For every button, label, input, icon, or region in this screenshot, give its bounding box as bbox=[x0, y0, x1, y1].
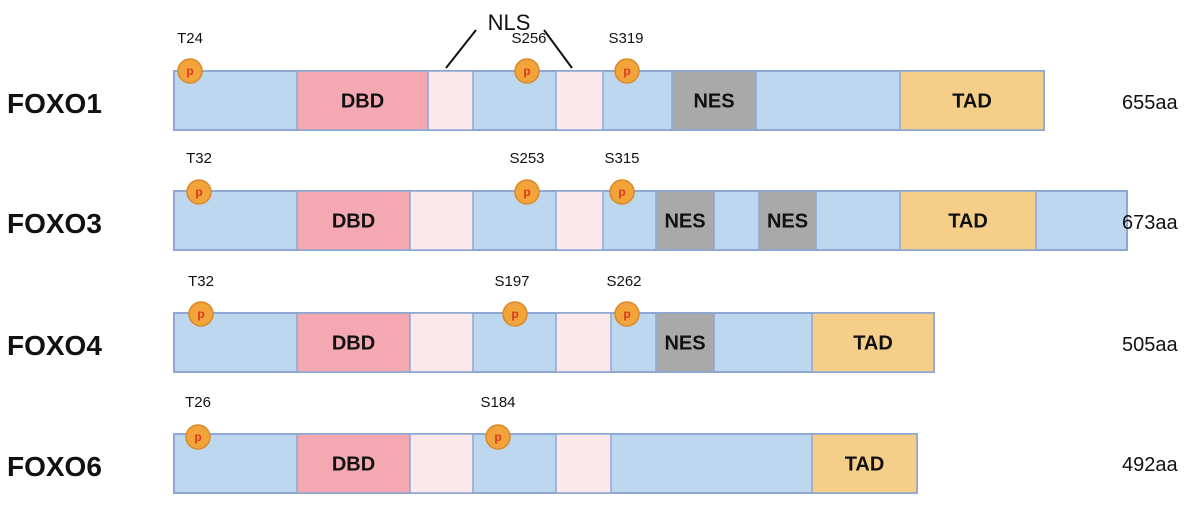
foxo6-phospho-icon-s184 bbox=[485, 424, 511, 450]
foxo1-dbd-label-0: DBD bbox=[341, 91, 384, 113]
foxo4-length-label: 505aa bbox=[1122, 334, 1178, 356]
foxo6-dbd-domain-0 bbox=[296, 433, 411, 494]
foxo6-nls-domain-2 bbox=[555, 433, 612, 494]
foxo3-site-label-t32: T32 bbox=[186, 150, 212, 167]
nls-callout-line-left bbox=[445, 29, 477, 69]
foxo3-phospho-symbol-s253: p bbox=[523, 185, 530, 199]
foxo1-site-label-s319: S319 bbox=[608, 30, 643, 47]
foxo3-nls-domain-1 bbox=[409, 190, 474, 251]
foxo1-phospho-symbol-s319: p bbox=[623, 64, 630, 78]
foxo6-phospho-symbol-s184: p bbox=[494, 430, 501, 444]
foxo6-phospho-icon-t26 bbox=[185, 424, 211, 450]
foxo3-dbd-label-0: DBD bbox=[332, 211, 375, 233]
foxo6-nls-domain-1 bbox=[409, 433, 474, 494]
foxo1-tad-domain-4 bbox=[899, 70, 1045, 131]
foxo6-name-label: FOXO6 bbox=[7, 451, 102, 482]
foxo3-nes-label-3: NES bbox=[664, 211, 705, 233]
foxo4-nls-domain-2 bbox=[555, 312, 612, 373]
foxo3-nes-domain-4 bbox=[758, 190, 817, 251]
foxo3-nes-domain-3 bbox=[655, 190, 715, 251]
foxo6-length-label: 492aa bbox=[1122, 454, 1178, 476]
foxo4-site-label-s262: S262 bbox=[606, 273, 641, 290]
foxo3-phospho-icon-s315 bbox=[609, 179, 635, 205]
foxo4-dbd-label-0: DBD bbox=[332, 333, 375, 355]
foxo6-dbd-label-0: DBD bbox=[332, 454, 375, 476]
foxo1-phospho-icon-s256 bbox=[514, 58, 540, 84]
foxo4-nls-domain-1 bbox=[409, 312, 474, 373]
foxo3-phospho-symbol-s315: p bbox=[618, 185, 625, 199]
foxo4-name-label: FOXO4 bbox=[7, 330, 102, 361]
foxo4-phospho-icon-t32 bbox=[188, 301, 214, 327]
foxo3-nls-domain-2 bbox=[555, 190, 604, 251]
foxo3-dbd-domain-0 bbox=[296, 190, 411, 251]
foxo1-length-label: 655aa bbox=[1122, 92, 1178, 114]
foxo6-site-label-t26: T26 bbox=[185, 394, 211, 411]
foxo3-tad-label-5: TAD bbox=[948, 211, 988, 233]
foxo1-site-label-t24: T24 bbox=[177, 30, 203, 47]
foxo1-phospho-symbol-t24: p bbox=[186, 64, 193, 78]
foxo4-tad-label-4: TAD bbox=[853, 333, 893, 355]
foxo1-nls-domain-1 bbox=[427, 70, 474, 131]
foxo4-phospho-icon-s262 bbox=[614, 301, 640, 327]
foxo6-phospho-symbol-t26: p bbox=[194, 430, 201, 444]
nls-callout-label: NLS bbox=[488, 10, 531, 35]
foxo3-phospho-icon-s253 bbox=[514, 179, 540, 205]
foxo1-nes-label-3: NES bbox=[693, 91, 734, 113]
foxo3-nes-label-4: NES bbox=[767, 211, 808, 233]
foxo4-site-label-t32: T32 bbox=[188, 273, 214, 290]
foxo4-phospho-symbol-t32: p bbox=[197, 307, 204, 321]
foxo1-nes-domain-3 bbox=[671, 70, 757, 131]
foxo4-nes-domain-3 bbox=[655, 312, 715, 373]
foxo1-dbd-domain-0 bbox=[296, 70, 429, 131]
foxo3-length-label: 673aa bbox=[1122, 212, 1178, 234]
foxo3-site-label-s253: S253 bbox=[509, 150, 544, 167]
protein-bars-layer bbox=[173, 70, 1128, 494]
foxo4-tad-domain-4 bbox=[811, 312, 935, 373]
foxo6-tad-domain-3 bbox=[811, 433, 918, 494]
foxo4-phospho-symbol-s197: p bbox=[511, 307, 518, 321]
foxo1-tad-label-4: TAD bbox=[952, 91, 992, 113]
foxo1-nls-domain-2 bbox=[555, 70, 604, 131]
foxo4-phospho-symbol-s262: p bbox=[623, 307, 630, 321]
foxo1-phospho-symbol-s256: p bbox=[523, 64, 530, 78]
foxo3-site-label-s315: S315 bbox=[604, 150, 639, 167]
foxo1-site-label-s256: S256 bbox=[511, 30, 546, 47]
nls-callout-line-right bbox=[543, 29, 573, 69]
phospho-sites-layer: p p p p p p p p p p p bbox=[177, 58, 640, 450]
foxo3-tad-domain-5 bbox=[899, 190, 1037, 251]
foxo6-backbone bbox=[173, 433, 918, 494]
foxo1-name-label: FOXO1 bbox=[7, 88, 102, 119]
foxo1-phospho-icon-t24 bbox=[177, 58, 203, 84]
foxo3-phospho-icon-t32 bbox=[186, 179, 212, 205]
foxo4-site-label-s197: S197 bbox=[494, 273, 529, 290]
foxo4-nes-label-3: NES bbox=[664, 333, 705, 355]
foxo6-tad-label-3: TAD bbox=[845, 454, 885, 476]
foxo3-name-label: FOXO3 bbox=[7, 208, 102, 239]
foxo1-phospho-icon-s319 bbox=[614, 58, 640, 84]
foxo6-site-label-s184: S184 bbox=[480, 394, 515, 411]
foxo4-phospho-icon-s197 bbox=[502, 301, 528, 327]
foxo3-phospho-symbol-t32: p bbox=[195, 185, 202, 199]
